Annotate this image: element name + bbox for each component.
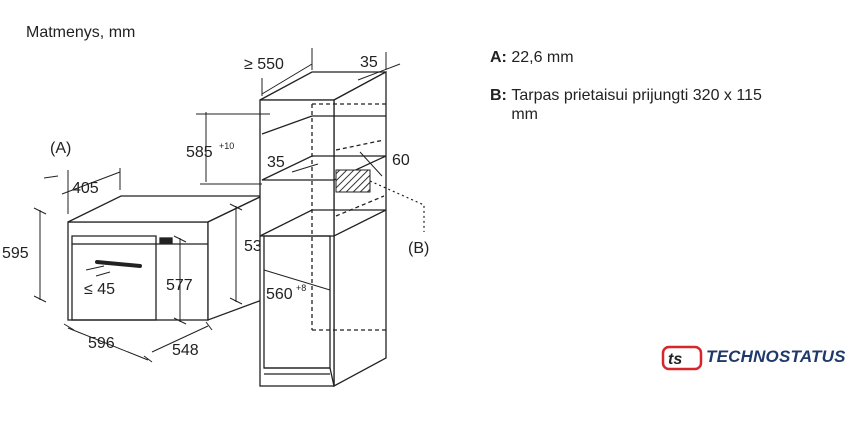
dim-depth-front: 405 bbox=[72, 180, 99, 197]
dim-height: 595 bbox=[2, 245, 29, 262]
connection-gap-hatch bbox=[335, 169, 371, 193]
legend-item-b: B: Tarpas prietaisui prijungti 320 x 115… bbox=[490, 86, 790, 124]
dim-niche-height: 585 bbox=[186, 144, 213, 161]
oven-drawing bbox=[67, 194, 263, 321]
dim-top-gap: 35 bbox=[360, 54, 378, 71]
dim-niche-height-tolerance: +10 bbox=[219, 141, 234, 151]
brand-name: TECHNOSTATUS bbox=[706, 347, 846, 366]
dim-niche-width-tolerance: +8 bbox=[296, 283, 306, 293]
dim-inner-depth: ≤ 45 bbox=[84, 281, 115, 298]
dim-inner-height: 577 bbox=[166, 277, 193, 294]
cabinet-dimension-lines bbox=[196, 48, 401, 291]
dim-niche-width: 560 bbox=[266, 286, 293, 303]
brand-logo-glyph: ts bbox=[668, 351, 682, 368]
dim-inner-gap: 35 bbox=[267, 154, 285, 171]
oven-dimension-lines bbox=[33, 168, 243, 363]
label-b-marker: (B) bbox=[408, 240, 429, 257]
legend-item-a: A: 22,6 mm bbox=[490, 48, 574, 67]
dim-cabinet-depth: ≥ 550 bbox=[244, 56, 284, 73]
oven-handle bbox=[95, 260, 142, 268]
oven-door bbox=[71, 243, 157, 321]
legend-text-b: Tarpas prietaisui prijungti 320 x 115 mm bbox=[511, 87, 762, 123]
dim-width: 596 bbox=[88, 335, 115, 352]
dim-side-gap: 60 bbox=[392, 152, 410, 169]
cabinet-drawing bbox=[259, 70, 387, 388]
legend-key-b: B: bbox=[490, 87, 507, 104]
cabinet-front bbox=[259, 99, 335, 387]
dim-side-depth: 548 bbox=[172, 342, 199, 359]
label-a-marker: (A) bbox=[50, 140, 71, 157]
legend-text-a: 22,6 mm bbox=[511, 49, 574, 66]
oven-front bbox=[67, 221, 209, 321]
page-title: Matmenys, mm bbox=[26, 24, 136, 41]
technostatus-logo-icon: ts bbox=[661, 345, 703, 371]
legend-key-a: A: bbox=[490, 49, 507, 66]
